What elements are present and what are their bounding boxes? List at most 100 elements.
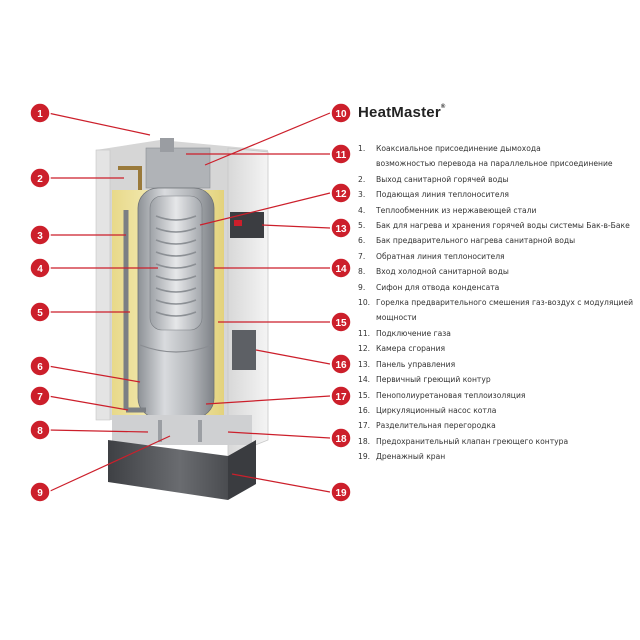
callout-4[interactable]: 4 <box>29 257 51 279</box>
callout-19[interactable]: 19 <box>330 481 352 503</box>
legend-item: 3. Подающая линия теплоносителя <box>358 187 640 202</box>
legend-item: 8.Вход холодной санитарной воды <box>358 264 640 279</box>
legend-item-text: Разделительная перегородка <box>376 418 640 433</box>
legend-item-text: Подключение газа <box>376 326 640 341</box>
callout-label: 11 <box>336 150 347 161</box>
legend-item-number: 3. <box>358 190 366 200</box>
legend-item-text: Вход холодной санитарной воды <box>376 264 640 279</box>
legend-item-line: мощности <box>376 313 417 323</box>
legend-item-number: 6. <box>358 236 366 246</box>
legend-item-line: Циркуляционный насос котла <box>376 405 497 415</box>
legend-item-text: Предохранительный клапан греющего контур… <box>376 434 640 449</box>
boiler-body <box>95 138 269 500</box>
legend-item: 18. Предохранительный клапан греющего кон… <box>358 434 640 449</box>
callout-12[interactable]: 12 <box>330 182 352 204</box>
callout-14[interactable]: 14 <box>330 257 352 279</box>
legend-item: 17. Разделительная перегородка <box>358 418 640 433</box>
legend-item: 10. Горелка предварительного смешения газ… <box>358 295 640 326</box>
callout-label: 12 <box>335 189 347 200</box>
legend-item-number: 13. <box>358 359 371 369</box>
legend-item-line: Предохранительный клапан греющего контур… <box>376 436 569 446</box>
callout-13[interactable]: 13 <box>330 217 352 239</box>
legend-item-text: Циркуляционный насос котла <box>376 403 640 418</box>
casing-side-panel <box>227 147 269 457</box>
legend-item-line: Сифон для отвода конденсата <box>376 282 500 292</box>
callout-label: 6 <box>37 362 43 373</box>
callout-18[interactable]: 18 <box>330 427 352 449</box>
legend-item-number: 4. <box>358 205 366 215</box>
legend-item-text: Камера сгорания <box>376 341 640 356</box>
legend-item-text: Теплообменник из нержавеющей стали <box>376 203 640 218</box>
callout-1[interactable]: 1 <box>29 102 51 124</box>
legend-item-line: Пенополиуретановая теплоизоляция <box>376 390 526 400</box>
legend-item-number: 7. <box>358 251 366 261</box>
legend-item-number: 19. <box>358 452 371 462</box>
legend-item-text: Подающая линия теплоносителя <box>376 187 640 202</box>
legend-item: 16. Циркуляционный насос котла <box>358 403 640 418</box>
legend-item-number: 15. <box>358 390 371 400</box>
legend-item: 13. Панель управления <box>358 357 640 372</box>
callout-8[interactable]: 8 <box>29 419 51 441</box>
legend-item: 2.Выход санитарной горячей воды <box>358 172 640 187</box>
callout-7[interactable]: 7 <box>29 385 51 407</box>
legend-item: 15. Пенополиуретановая теплоизоляция <box>358 388 640 403</box>
callout-label: 18 <box>335 434 347 445</box>
legend-item-line: Бак предварительного нагрева санитарной … <box>376 236 576 246</box>
legend-item: 9. Сифон для отвода конденсата <box>358 280 640 295</box>
callout-16[interactable]: 16 <box>330 353 352 375</box>
legend-item-text: Сифон для отвода конденсата <box>376 280 640 295</box>
callout-label: 17 <box>335 392 347 403</box>
callout-label: 14 <box>335 264 347 275</box>
callout-6[interactable]: 6 <box>29 355 51 377</box>
casing-front-edge <box>95 149 111 421</box>
legend-item-number: 12. <box>358 344 371 354</box>
legend-item-number: 14. <box>358 375 371 385</box>
base-side <box>228 440 256 500</box>
callout-2[interactable]: 2 <box>29 167 51 189</box>
callout-label: 5 <box>37 308 43 319</box>
legend-item-line: Горелка предварительного смешения газ-во… <box>376 298 634 308</box>
callout-9[interactable]: 9 <box>29 481 51 503</box>
callout-label: 7 <box>37 392 43 403</box>
legend-item-number: 16. <box>358 405 371 415</box>
legend-item-line: Разделительная перегородка <box>376 421 496 431</box>
brand-mark: ® <box>440 104 446 110</box>
legend-item-line: Вход холодной санитарной воды <box>376 267 509 277</box>
legend-item-number: 18. <box>358 436 371 446</box>
callout-label: 3 <box>37 231 43 242</box>
legend-item: 11.Подключение газа <box>358 326 640 341</box>
legend-item-number: 5. <box>358 221 366 231</box>
hot-water-pipe <box>118 166 142 190</box>
burner-housing <box>145 147 211 189</box>
legend-item: 4. Теплообменник из нержавеющей стали <box>358 203 640 218</box>
legend-item-number: 9. <box>358 282 366 292</box>
legend-item: 19. Дренажный кран <box>358 449 640 464</box>
callout-10[interactable]: 10 <box>330 102 352 124</box>
callout-11[interactable]: 11 <box>330 143 352 165</box>
callout-15[interactable]: 15 <box>330 311 352 333</box>
callout-3[interactable]: 3 <box>29 224 51 246</box>
legend-item-text: Обратная линия теплоносителя <box>376 249 640 264</box>
legend-item-text: Дренажный кран <box>376 449 640 464</box>
heat-exchanger-coil <box>155 215 197 317</box>
callout-label: 1 <box>37 109 43 120</box>
lower-chamber <box>112 415 252 445</box>
callout-label: 8 <box>37 426 43 437</box>
legend-item-text: Бак для нагрева и хранения горячей воды … <box>376 218 640 233</box>
legend-item-number: 17. <box>358 421 371 431</box>
callout-label: 10 <box>335 109 347 120</box>
legend-item: 12. Камера сгорания <box>358 341 640 356</box>
legend-item-number: 10. <box>358 298 371 308</box>
flue-connection <box>160 138 174 152</box>
legend-item-line: Подающая линия теплоносителя <box>376 190 509 200</box>
callout-17[interactable]: 17 <box>330 385 352 407</box>
separator-baffle <box>139 344 213 353</box>
callout-5[interactable]: 5 <box>29 301 51 323</box>
legend-item-line: Бак для нагрева и хранения горячей воды … <box>376 221 630 231</box>
legend-item-line: Панель управления <box>376 359 456 369</box>
legend-item-line: Камера сгорания <box>376 344 446 354</box>
legend-item-line: Дренажный кран <box>376 452 446 462</box>
legend-item-line: Теплообменник из нержавеющей стали <box>376 205 537 215</box>
